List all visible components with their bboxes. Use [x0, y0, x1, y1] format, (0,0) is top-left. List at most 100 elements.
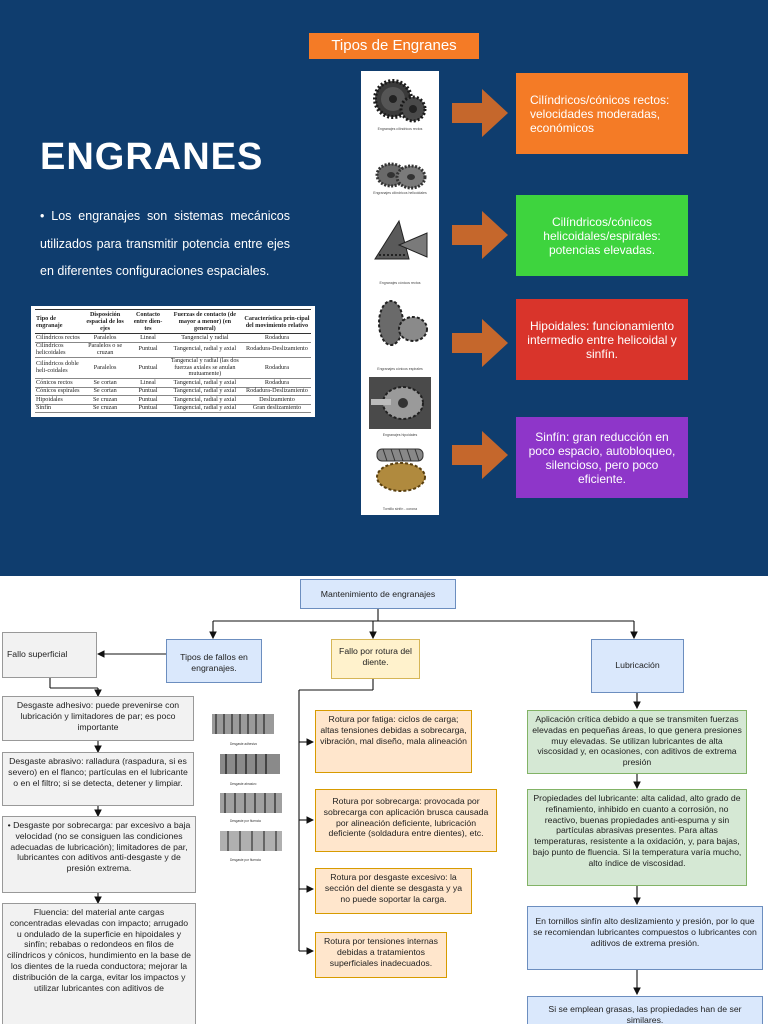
lubricacion-aplicacion-box: Aplicación crítica debido a que se trans… [527, 710, 747, 774]
desgaste-adhesivo-box: Desgaste adhesivo: puede prevenirse con … [2, 696, 194, 741]
gear-type-text: Cilíndricos/cónicos rectos: velocidades … [530, 92, 670, 135]
table-cell: Tangencial, radial y axial [166, 342, 243, 358]
table-cell: Tangencial, radial y axial [166, 387, 243, 397]
table-cell: Rodadura [242, 378, 311, 388]
gear-caption: Engranajes cónicos rectos [379, 281, 421, 285]
arrow-right-icon [452, 89, 508, 137]
table-cell: Lineal [129, 333, 167, 343]
table-cell: Puntual [129, 357, 167, 380]
table-cell: Puntual [129, 342, 167, 358]
gear-type-spur-box: Cilíndricos/cónicos rectos: velocidades … [516, 73, 688, 154]
table-cell: Puntual [129, 404, 167, 414]
damage-photo-adhesive [212, 714, 274, 734]
table-cell: Gran deslizamiento [242, 404, 311, 414]
table-cell: Se cruzan [81, 404, 130, 414]
damage-photo-abrasive [220, 754, 280, 774]
page-title: ENGRANES [40, 136, 264, 178]
gear-caption: Engranajes cilíndricos rectos [377, 127, 423, 131]
table-header-cell: Disposición espacial de los ejes [81, 309, 130, 334]
rotura-tensiones-box: Rotura por tensiones internas debidas a … [315, 932, 447, 978]
table-cell: Cilíndricos helicoidales [35, 342, 82, 358]
fallo-rotura-box: Fallo por rotura del diente. [331, 639, 420, 679]
table-cell: Hipoidales [35, 395, 82, 405]
rotura-desgaste-box: Rotura por desgaste excesivo: la sección… [315, 868, 472, 914]
table-cell: Lineal [129, 378, 167, 388]
table-cell: Rodadura-Deslizamiento [242, 387, 311, 397]
gear-types-heading: Tipos de Engranes [309, 33, 479, 59]
table-cell: Se cruzan [81, 395, 130, 405]
gear-image-strip: Engranajes cilíndricos rectos Engranajes… [361, 71, 439, 515]
arrow-right-icon [452, 319, 508, 367]
root-maintenance-box: Mantenimiento de engranajes [300, 579, 456, 609]
table-cell: Cónicos rectos [35, 378, 82, 388]
table-cell: Paralelos [81, 333, 130, 343]
table-cell: Tangencial, radial y axial [166, 404, 243, 414]
table-header-cell: Contacto entre dien-tes [129, 309, 167, 334]
desgaste-sobrecarga-box: • Desgaste por sobrecarga: par excesivo … [2, 816, 196, 893]
gear-caption: Engranajes hipoidales [382, 433, 418, 437]
lubricacion-grasas-box: Si se emplean grasas, las propiedades ha… [527, 996, 763, 1024]
table-cell: Paralelos o se cruzan [81, 342, 130, 358]
intro-text: • Los engranajes son sistemas mecánicos … [40, 209, 290, 278]
table-cell: Tangencial y radial (las dos fuerzas axi… [166, 357, 243, 380]
gear-type-helical-box: Cilíndricos/cónicos helicoidales/espiral… [516, 195, 688, 276]
hypoid-gear-image [369, 377, 431, 429]
damage-caption: Desgaste abrasivo [230, 782, 257, 786]
fallo-superficial-box: Fallo superficial [2, 632, 97, 678]
table-cell: Puntual [129, 395, 167, 405]
desgaste-abrasivo-box: Desgaste abrasivo: ralladura (raspadura,… [2, 752, 194, 806]
maintenance-flowchart: Mantenimiento de engranajes Fallo superf… [0, 576, 768, 1024]
table-cell: Rodadura-Deslizamiento [242, 342, 311, 358]
gear-caption: Engranajes cónicos espirales [377, 367, 423, 371]
tipos-fallos-box: Tipos de fallos en engranajes. [166, 639, 262, 683]
table-cell: Cilíndricos rectos [35, 333, 82, 343]
gear-damage-images: Desgaste adhesivo Desgaste abrasivo Desg… [212, 710, 292, 882]
gear-type-text: Sinfín: gran reducción en poco espacio, … [528, 429, 676, 486]
worm-gear-image [376, 448, 426, 492]
gear-type-text: Cilíndricos/cónicos helicoidales/espiral… [543, 214, 661, 257]
helical-gear-image [375, 162, 427, 190]
table-cell: Tangencial, radial y axial [166, 378, 243, 388]
rotura-fatiga-box: Rotura por fatiga: ciclos de carga; alta… [315, 710, 472, 773]
lubricacion-sinfin-box: En tornillos sinfín alto deslizamiento y… [527, 906, 763, 970]
table-cell: Paralelos [81, 357, 130, 380]
spiral-bevel-gear-image [378, 300, 428, 346]
table-cell: Puntual [129, 387, 167, 397]
table-cell: Deslizamiento [242, 395, 311, 405]
table-cell: Tangencial, radial y axial [166, 395, 243, 405]
arrow-right-icon [452, 211, 508, 259]
rotura-sobrecarga-box: Rotura por sobrecarga: provocada por sob… [315, 789, 497, 852]
bevel-gear-image [374, 219, 428, 260]
damage-caption: Desgaste por fluencia [230, 858, 261, 862]
lubricacion-box: Lubricación [591, 639, 684, 693]
table-cell: Tangencial y radial [166, 333, 243, 343]
table-header-cell: Característica prin-cipal del movimiento… [242, 309, 311, 334]
table-cell: Se cortan [81, 387, 130, 397]
damage-caption: Desgaste por fluencia [230, 819, 261, 823]
gear-caption: Engranajes cilíndricos helicoidales [373, 191, 427, 195]
spur-gear-image [373, 79, 427, 123]
table-header-cell: Tipo de engranaje [35, 309, 82, 334]
arrow-right-icon [452, 431, 508, 479]
table-cell: Rodadura [242, 333, 311, 343]
table-cell: Sinfín [35, 404, 82, 414]
damage-caption: Desgaste adhesivo [230, 742, 258, 746]
fluencia-box: Fluencia: del material ante cargas conce… [2, 903, 196, 1024]
damage-photo-fluencia [220, 793, 282, 813]
flowchart-connectors [49, 609, 641, 996]
table-header-cell: Fuerzas de contacto (de mayor a menor) (… [166, 309, 243, 334]
gear-caption: Tornillo sinfín - corona [382, 507, 418, 511]
table-cell: Cónicos espirales [35, 387, 82, 397]
lubricacion-propiedades-box: Propiedades del lubricante: alta calidad… [527, 789, 747, 886]
table-cell: Se cortan [81, 378, 130, 388]
gear-type-worm-box: Sinfín: gran reducción en poco espacio, … [516, 417, 688, 498]
